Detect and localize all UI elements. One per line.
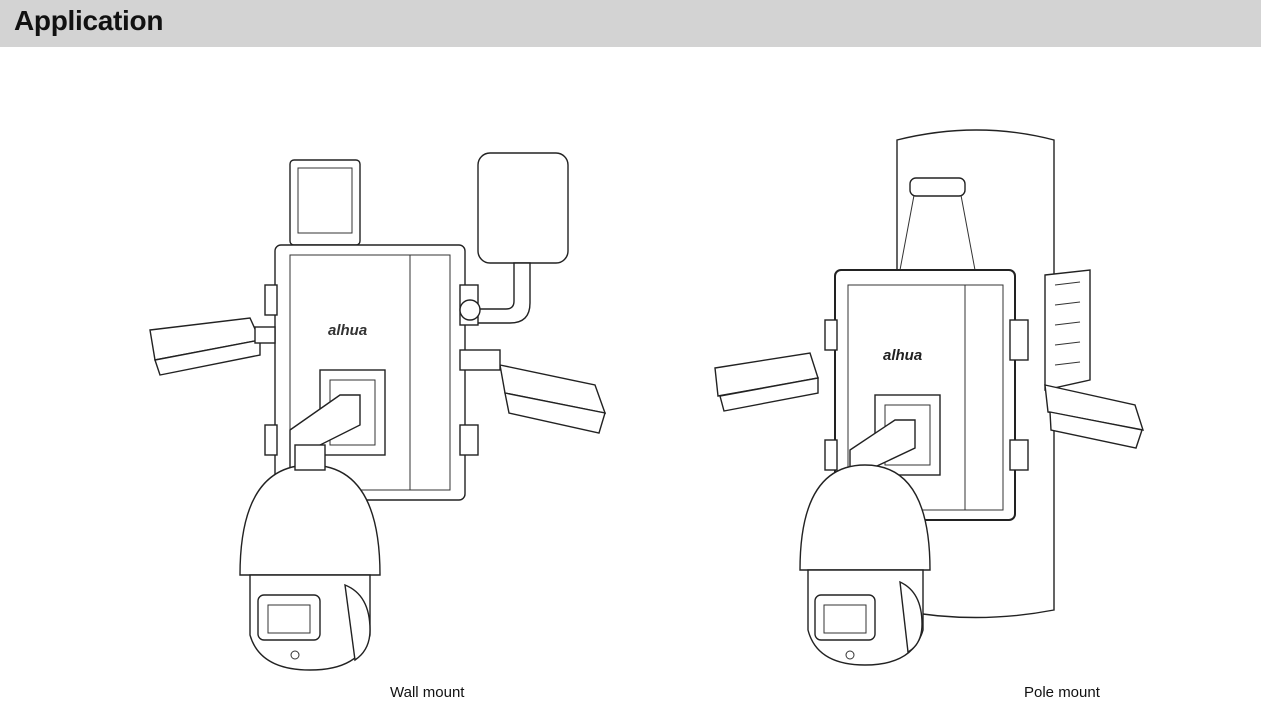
wall-mount-illustration: alhua	[149, 152, 607, 671]
section-header: Application	[0, 0, 1261, 47]
section-title: Application	[14, 5, 164, 36]
wall-mount-caption: Wall mount	[390, 684, 465, 701]
pole-mount-illustration: alhua	[714, 129, 1145, 666]
brand-logo: alhua	[328, 322, 367, 339]
pole-mount-caption: Pole mount	[1024, 684, 1100, 701]
brand-logo: alhua	[883, 347, 922, 364]
